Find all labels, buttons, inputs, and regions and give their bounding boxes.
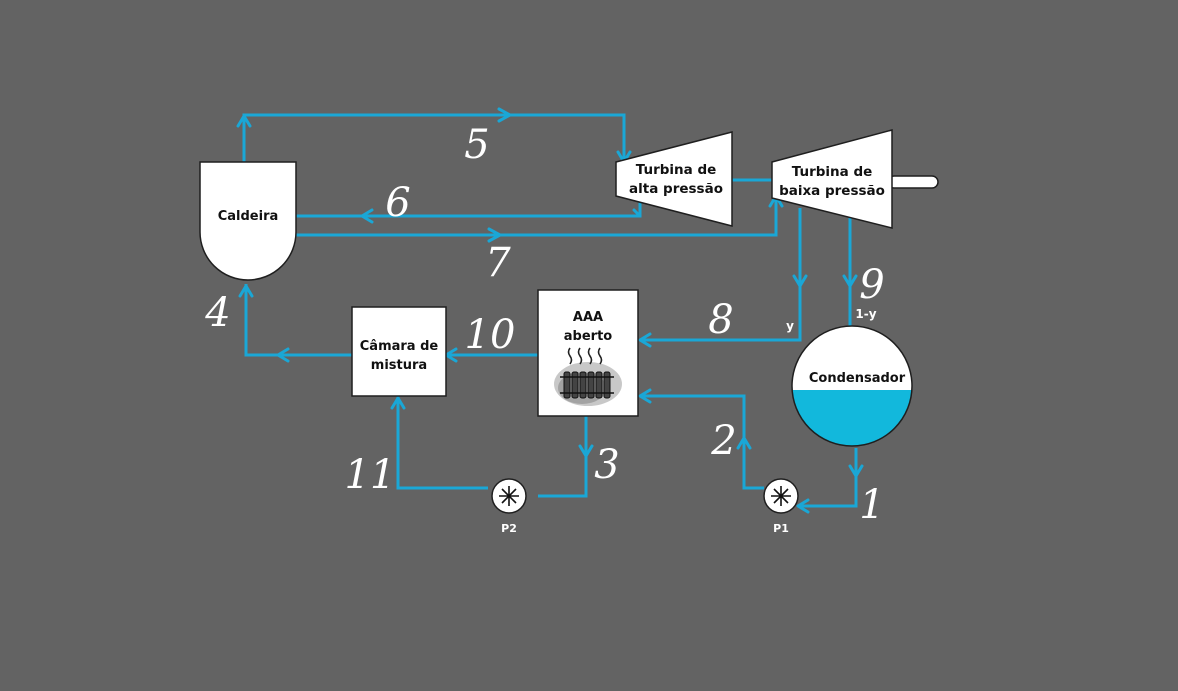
flow-arrow-6 xyxy=(360,208,374,224)
flow-line-4 xyxy=(244,284,352,357)
condenser-water xyxy=(792,390,912,446)
pump-p2-label: P2 xyxy=(501,522,517,535)
state-10: 10 xyxy=(465,312,516,358)
pump-p2: P2 xyxy=(491,478,527,535)
boiler-shape xyxy=(199,161,297,281)
state-5: 5 xyxy=(464,122,489,168)
flow-arrow-5 xyxy=(497,107,512,123)
flow-arrow-2 xyxy=(736,436,752,450)
flow-arrow-6b xyxy=(632,208,642,218)
state-2: 2 xyxy=(710,418,736,464)
flow-arrow-1 xyxy=(848,464,864,478)
hp-turbine-shape xyxy=(615,131,733,227)
heater-label-line2: aberto xyxy=(564,329,613,344)
mixing-chamber-box xyxy=(351,306,447,397)
flow-line-3 xyxy=(538,416,588,498)
flow-arrow-8 xyxy=(792,274,808,288)
pump-p1: P1 xyxy=(763,478,799,535)
flow-arrow-11 xyxy=(390,396,406,410)
lp-turbine-label-line2: baixa pressão xyxy=(779,183,885,199)
flow-arrow-9 xyxy=(842,274,858,288)
open-feedwater-heater: AAA aberto xyxy=(537,289,639,417)
flow-line-11 xyxy=(396,396,488,490)
state-1: 1 xyxy=(859,482,884,528)
flow-arrow-7 xyxy=(487,227,502,243)
lp-turbine-label-line1: Turbina de xyxy=(792,164,873,180)
mixing-chamber-label-line1: Câmara de xyxy=(360,339,439,354)
flow-line-7 xyxy=(294,198,778,237)
fraction-one-minus-y-label: 1-y xyxy=(855,307,876,321)
boiler-label: Caldeira xyxy=(218,209,279,224)
state-6: 6 xyxy=(385,180,410,226)
flow-line-2 xyxy=(640,394,764,490)
flow-line-8 xyxy=(640,208,802,342)
pump-p1-impeller-icon xyxy=(771,486,791,506)
hp-turbine-label-line2: alta pressão xyxy=(629,181,723,197)
turbine-shaft xyxy=(887,175,939,189)
flow-arrow-3 xyxy=(578,444,594,458)
fraction-y-label: y xyxy=(786,319,794,333)
condenser-label: Condensador xyxy=(809,371,906,386)
flow-line-1 xyxy=(798,448,858,508)
lp-turbine: Turbina de baixa pressão xyxy=(771,129,939,229)
pump-p2-impeller-icon xyxy=(499,486,519,506)
flow-arrow-4 xyxy=(276,347,290,363)
state-3: 3 xyxy=(594,442,619,488)
lp-turbine-shape xyxy=(771,129,893,229)
state-4: 4 xyxy=(204,290,230,336)
state-7: 7 xyxy=(485,240,511,286)
flow-arrow-8b xyxy=(638,332,652,348)
flow-arrow-4b xyxy=(238,284,254,298)
state-11: 11 xyxy=(345,452,396,498)
flow-arrow-2b xyxy=(638,388,652,404)
flow-line-5 xyxy=(242,113,626,166)
state-9: 9 xyxy=(859,262,884,308)
hp-turbine: Turbina de alta pressão xyxy=(615,131,733,227)
condenser: Condensador xyxy=(791,325,913,447)
flow-arrow-1b xyxy=(796,498,810,514)
mixing-chamber: Câmara de mistura xyxy=(351,306,447,397)
hp-turbine-label-line1: Turbina de xyxy=(636,162,717,178)
radiator-icon xyxy=(554,347,622,406)
pump-p1-label: P1 xyxy=(773,522,789,535)
mixing-chamber-label-line2: mistura xyxy=(371,358,427,373)
boiler: Caldeira xyxy=(199,161,297,281)
heater-label-line1: AAA xyxy=(573,310,603,325)
flow-arrow-5c xyxy=(236,114,252,128)
state-8: 8 xyxy=(708,297,733,343)
flow-line-6 xyxy=(294,196,642,218)
